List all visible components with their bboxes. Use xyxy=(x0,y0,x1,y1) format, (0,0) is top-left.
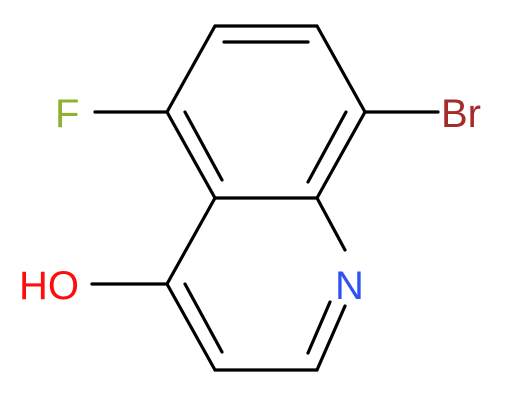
hydroxyl-label: HO xyxy=(19,264,79,308)
bond-c4-c4a xyxy=(165,196,217,286)
pyridine-ring xyxy=(165,196,347,372)
bond-c3-c4 xyxy=(165,282,217,372)
substituent-bonds xyxy=(90,110,440,286)
double-bond-c8-c8a-inner xyxy=(306,110,348,184)
benzene-ring xyxy=(165,24,367,200)
bond-n1-c2 xyxy=(315,304,347,372)
atom-labels: F Br HO N xyxy=(19,92,481,308)
double-bond-n1-c2-inner xyxy=(306,300,332,355)
bond-c7-c8 xyxy=(315,24,367,114)
double-bond-c3-c4-inner xyxy=(183,282,224,354)
bond-c8-c8a xyxy=(315,110,367,200)
bond-c8a-n1 xyxy=(315,196,347,252)
nitrogen-label: N xyxy=(335,264,364,308)
bond-c4a-c5 xyxy=(165,110,217,200)
bromine-label: Br xyxy=(441,92,481,136)
double-bond-c4a-c5-inner xyxy=(183,110,224,182)
fluorine-label: F xyxy=(55,92,79,136)
bond-c5-c6 xyxy=(165,24,217,114)
